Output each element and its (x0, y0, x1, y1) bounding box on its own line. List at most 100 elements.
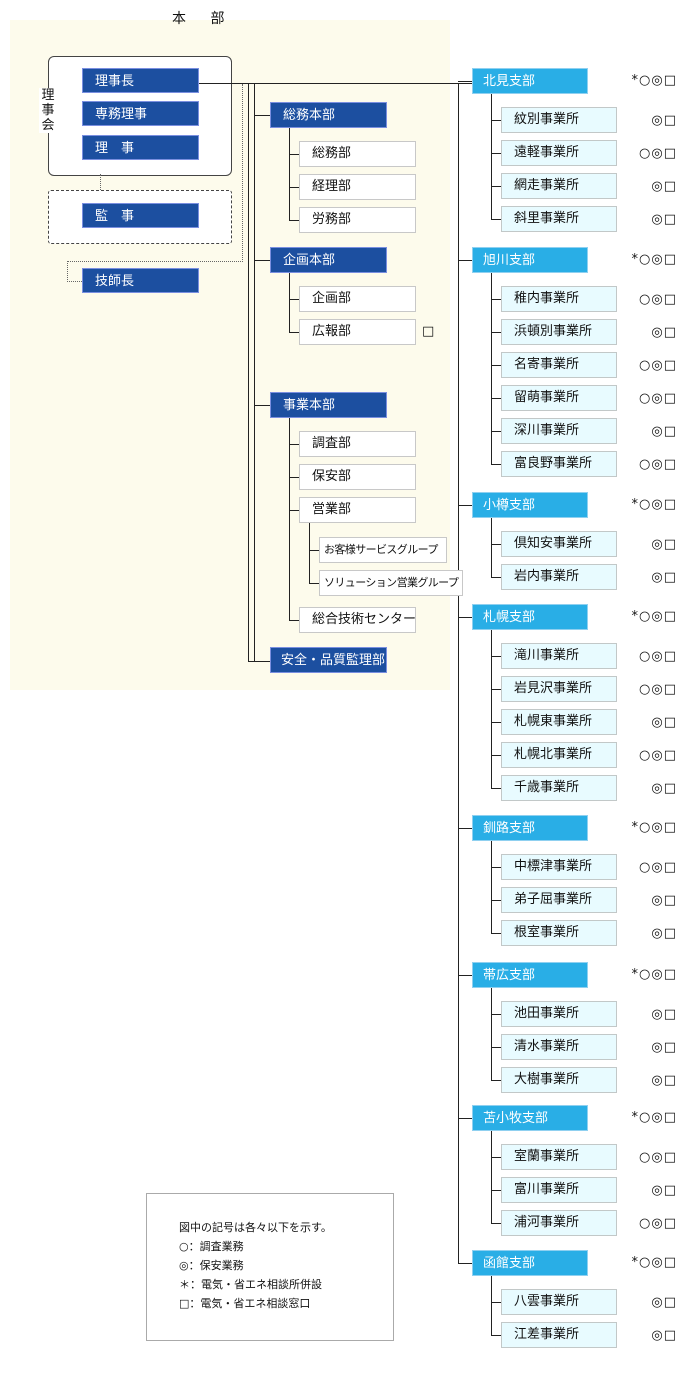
office-box[interactable]: 弟子屈事業所 (501, 887, 617, 913)
dept-item[interactable]: 調査部 (299, 431, 416, 457)
office-box[interactable]: 清水事業所 (501, 1034, 617, 1060)
group-connector (309, 583, 319, 584)
office-symbols: ◎□ (651, 179, 677, 194)
office-connector (491, 1157, 501, 1158)
branch-box[interactable]: 北見支部 (472, 68, 588, 94)
dept-item[interactable]: 保安部 (299, 464, 416, 490)
legend-title: 図中の記号は各々以下を示す。 (179, 1221, 332, 1234)
office-box[interactable]: 深川事業所 (501, 418, 617, 444)
office-symbols: ○◎□ (639, 748, 677, 763)
audit-connector (100, 174, 101, 202)
branch-box[interactable]: 帯広支部 (472, 962, 588, 988)
board-chairman[interactable]: 理事長 (82, 68, 199, 93)
office-box[interactable]: 中標津事業所 (501, 854, 617, 880)
group-item[interactable]: ソリューション営業グループ (319, 570, 463, 596)
office-symbols: ○◎□ (639, 391, 677, 406)
branch-box[interactable]: 苫小牧支部 (472, 1105, 588, 1131)
office-box[interactable]: 岩内事業所 (501, 564, 617, 590)
branch-connector (458, 1263, 472, 1264)
branch-box[interactable]: 函館支部 (472, 1250, 588, 1276)
dept-item[interactable]: 広報部 (299, 319, 416, 345)
auditor[interactable]: 監 事 (82, 203, 199, 228)
office-line (491, 630, 492, 788)
office-box[interactable]: 室蘭事業所 (501, 1144, 617, 1170)
division-safety-quality[interactable]: 安全・品質監理部 (270, 647, 387, 673)
office-box[interactable]: 滝川事業所 (501, 643, 617, 669)
dept-item[interactable]: 総務部 (299, 141, 416, 167)
board-managing-director[interactable]: 専務理事 (82, 101, 199, 126)
office-symbols: ○◎□ (639, 1150, 677, 1165)
group-connector (309, 550, 319, 551)
office-box[interactable]: 大樹事業所 (501, 1067, 617, 1093)
group-item[interactable]: お客様サービスグループ (319, 537, 447, 563)
board-director[interactable]: 理 事 (82, 135, 199, 160)
chief-engineer-connector-h2 (67, 281, 82, 282)
office-symbols: ◎□ (651, 424, 677, 439)
office-connector (491, 1302, 501, 1303)
office-box[interactable]: 江差事業所 (501, 1322, 617, 1348)
chief-engineer[interactable]: 技師長 (82, 268, 199, 293)
dept-item[interactable]: 営業部 (299, 497, 416, 523)
office-box[interactable]: 名寄事業所 (501, 352, 617, 378)
chairman-connector (199, 83, 472, 84)
office-box[interactable]: 浦河事業所 (501, 1210, 617, 1236)
legend-item: ◎：保安業務 (179, 1259, 244, 1272)
office-box[interactable]: 浜頓別事業所 (501, 319, 617, 345)
branch-box[interactable]: 小樽支部 (472, 492, 588, 518)
office-line (491, 1276, 492, 1335)
office-box[interactable]: 紋別事業所 (501, 107, 617, 133)
branch-box[interactable]: 札幌支部 (472, 604, 588, 630)
office-box[interactable]: 倶知安事業所 (501, 531, 617, 557)
office-box[interactable]: 千歳事業所 (501, 775, 617, 801)
branch-box[interactable]: 旭川支部 (472, 247, 588, 273)
office-symbols: ○◎□ (639, 649, 677, 664)
office-symbols: ◎□ (651, 1183, 677, 1198)
branch-box[interactable]: 釧路支部 (472, 815, 588, 841)
branch-symbols: *○◎□ (631, 497, 677, 512)
branch-trunk-line (458, 84, 459, 1264)
division-planning[interactable]: 企画本部 (270, 247, 387, 273)
office-box[interactable]: 斜里事業所 (501, 206, 617, 232)
dept-item[interactable]: 経理部 (299, 174, 416, 200)
office-box[interactable]: 八雲事業所 (501, 1289, 617, 1315)
branch-connector (458, 617, 472, 618)
div-connector (254, 405, 270, 406)
hq-trunk-line (248, 84, 249, 662)
office-symbols: ○◎□ (639, 860, 677, 875)
office-box[interactable]: 池田事業所 (501, 1001, 617, 1027)
office-connector (491, 755, 501, 756)
board-label: 理事会 (39, 88, 57, 133)
office-connector (491, 1190, 501, 1191)
office-box[interactable]: 留萌事業所 (501, 385, 617, 411)
office-box[interactable]: 札幌東事業所 (501, 709, 617, 735)
branch-symbols: *○◎□ (631, 1255, 677, 1270)
office-connector (491, 722, 501, 723)
office-connector (491, 933, 501, 934)
dept-item[interactable]: 企画部 (299, 286, 416, 312)
branch-connector (458, 81, 472, 82)
office-box[interactable]: 稚内事業所 (501, 286, 617, 312)
branch-connector (458, 1118, 472, 1119)
office-box[interactable]: 根室事業所 (501, 920, 617, 946)
office-box[interactable]: 富川事業所 (501, 1177, 617, 1203)
hq-trunk-line-2 (254, 84, 255, 662)
division-general-affairs[interactable]: 総務本部 (270, 102, 387, 128)
office-box[interactable]: 岩見沢事業所 (501, 676, 617, 702)
office-box[interactable]: 札幌北事業所 (501, 742, 617, 768)
office-box[interactable]: 富良野事業所 (501, 451, 617, 477)
dept-line (289, 128, 290, 221)
office-box[interactable]: 網走事業所 (501, 173, 617, 199)
office-line (491, 988, 492, 1080)
branch-symbols: *○◎□ (631, 609, 677, 624)
office-symbols: ○◎□ (639, 1216, 677, 1231)
dept-connector (289, 620, 299, 621)
chief-engineer-connector-h (67, 261, 243, 262)
division-business[interactable]: 事業本部 (270, 392, 387, 418)
branch-symbols: *○◎□ (631, 1110, 677, 1125)
office-box[interactable]: 遠軽事業所 (501, 140, 617, 166)
dept-connector (289, 154, 299, 155)
office-connector (491, 219, 501, 220)
dept-item[interactable]: 総合技術センター (299, 607, 416, 633)
dept-item[interactable]: 労務部 (299, 207, 416, 233)
dept-connector (289, 220, 299, 221)
